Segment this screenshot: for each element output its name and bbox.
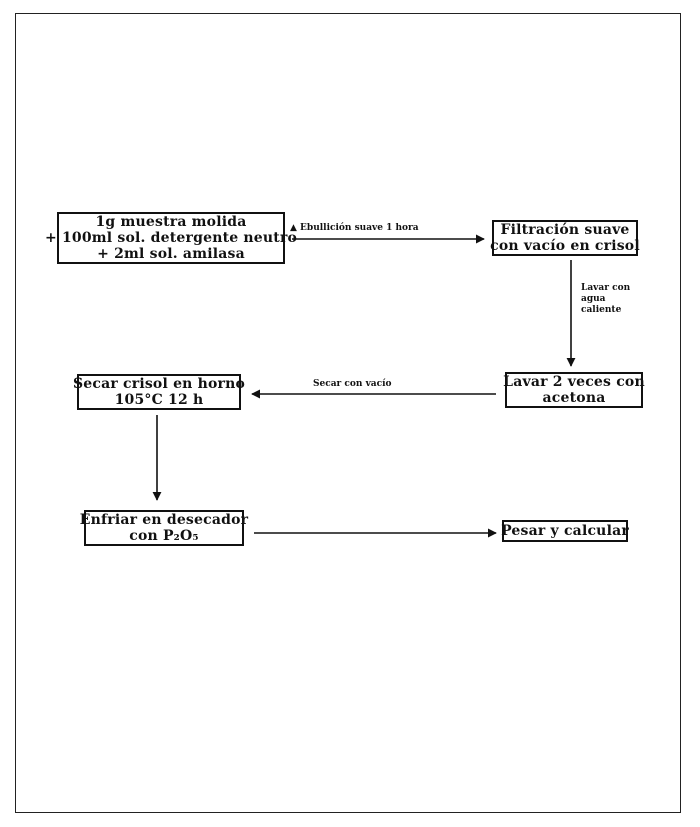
edge-label-boil: ▲ Ebullición suave 1 hora — [290, 223, 419, 233]
edge-label-wash-water-line2: agua — [581, 294, 606, 304]
node-filtration-line2: con vacío en crisol — [490, 238, 640, 254]
node-sample-line1: 1g muestra molida — [95, 214, 247, 230]
node-sample-line3: + 2ml sol. amilasa — [97, 246, 245, 262]
node-acetone-line1: Lavar 2 veces con — [503, 374, 645, 390]
edge-label-wash-water-line3: caliente — [581, 305, 622, 315]
node-filtration-line1: Filtración suave — [500, 222, 630, 238]
edge-label-vacuum-dry: Secar con vacío — [313, 379, 392, 389]
node-cool-line2: con P₂O₅ — [129, 528, 199, 544]
page-frame — [15, 13, 681, 813]
node-sample-line2: + 100ml sol. detergente neutro — [44, 230, 298, 246]
edge-label-wash-water-line1: Lavar con — [581, 283, 631, 293]
node-acetone-line2: acetona — [542, 390, 606, 406]
node-sample: 1g muestra molida + 100ml sol. detergent… — [45, 212, 297, 264]
node-filtration: Filtración suave con vacío en crisol — [490, 220, 640, 256]
node-cool-desiccator: Enfriar en desecador con P₂O₅ — [80, 510, 248, 546]
node-acetone-wash: Lavar 2 veces con acetona — [503, 372, 645, 408]
node-dry-line1: Secar crisol en horno — [72, 376, 246, 392]
node-cool-line1: Enfriar en desecador — [79, 512, 249, 528]
edge-label-wash-water: Lavar con agua caliente — [581, 283, 630, 316]
node-weigh-line1: Pesar y calcular — [501, 523, 629, 539]
node-dry-line2: 105°C 12 h — [114, 392, 204, 408]
node-weigh-calculate: Pesar y calcular — [501, 520, 629, 542]
node-dry-oven: Secar crisol en horno 105°C 12 h — [73, 374, 245, 410]
